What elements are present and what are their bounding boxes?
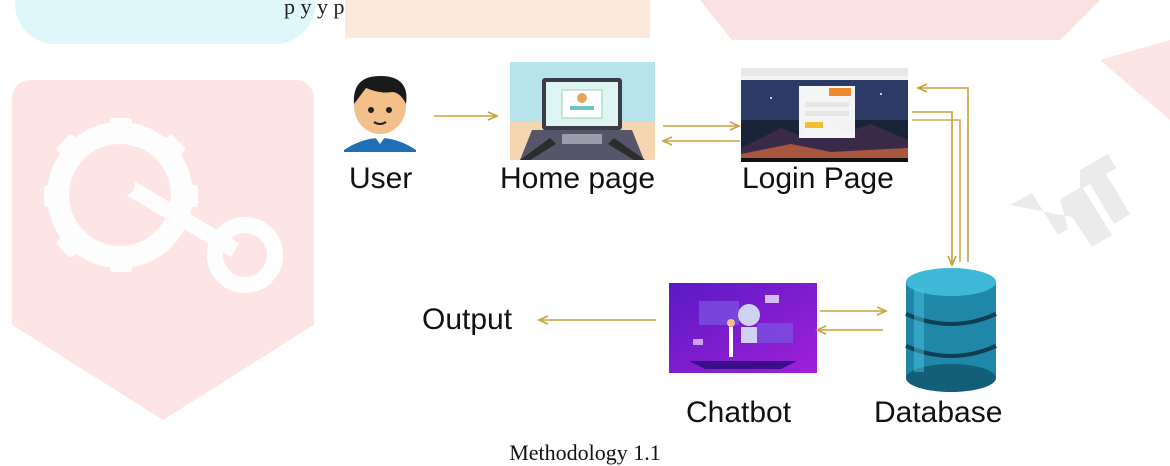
- arrow-user-to-home: [434, 111, 499, 121]
- chatbot-image: [669, 283, 817, 373]
- label-home-page: Home page: [500, 162, 656, 195]
- database-icon: [905, 268, 997, 392]
- label-login-page: Login Page: [742, 162, 894, 195]
- label-output: Output: [422, 303, 513, 336]
- rt-watermark: [1010, 40, 1170, 247]
- label-chatbot: Chatbot: [686, 396, 792, 429]
- watermark-cyan-shape: [15, 0, 315, 44]
- watermark-pink-top-shape: [700, 0, 1100, 40]
- arrow-login-to-home: [661, 136, 740, 146]
- arrow-home-to-login: [663, 121, 741, 131]
- label-database: Database: [874, 396, 1003, 429]
- connector-arrows: [434, 83, 969, 335]
- top-cropped-text: p y y p: [284, 0, 345, 19]
- gear-watermark-icon: [44, 118, 283, 293]
- watermark-orange-shape: [345, 0, 650, 38]
- arrow-chatbot-to-database: [820, 306, 888, 316]
- arrow-login-to-database: [912, 111, 957, 267]
- user-icon: [344, 76, 416, 152]
- figure-caption: Methodology 1.1: [509, 440, 661, 465]
- arrow-database-to-chatbot: [815, 325, 883, 335]
- login-page-image: [741, 68, 908, 162]
- label-user: User: [349, 162, 413, 195]
- home-page-image: [510, 62, 655, 160]
- arrow-chatbot-to-output: [537, 315, 656, 325]
- arrow-database-to-login: [912, 83, 969, 262]
